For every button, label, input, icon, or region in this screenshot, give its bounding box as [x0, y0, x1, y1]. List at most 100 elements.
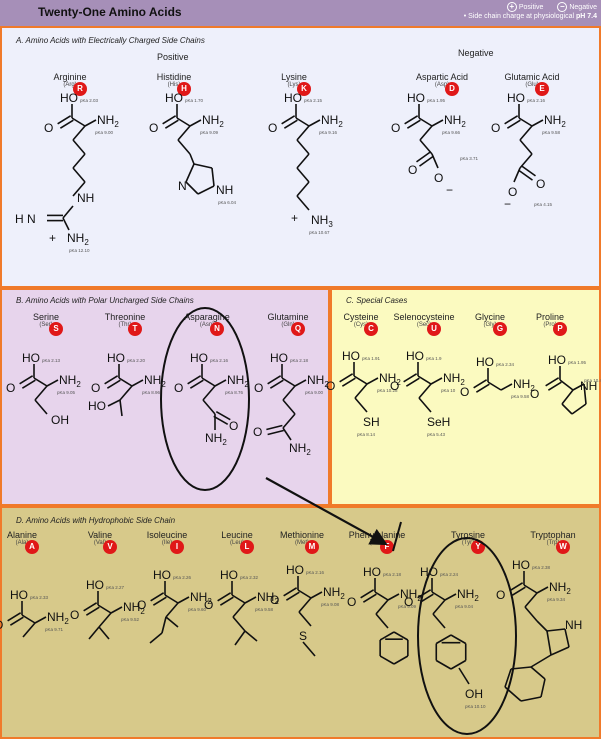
bond	[531, 119, 544, 127]
pka-label: pKa 8.76	[225, 390, 244, 395]
side-chain-bond	[524, 592, 538, 608]
indole-benzene	[540, 678, 546, 698]
side-chain-bond	[22, 622, 36, 638]
amine-label: NH2	[257, 590, 279, 606]
bond	[62, 205, 74, 219]
double-bond	[217, 592, 232, 602]
carbonyl-oxygen: O	[0, 618, 3, 632]
carbonyl-oxygen: O	[174, 381, 183, 395]
pyrrolidine-ring	[571, 403, 587, 415]
thiol: SH	[363, 415, 380, 429]
page-title: Twenty-One Amino Acids	[38, 5, 182, 19]
amino-acid-selenocysteine: Selenocysteine(Sec)U	[389, 312, 459, 336]
pka-label: pKa 10.10	[465, 704, 486, 709]
amino-acid-name: Arginine	[53, 72, 87, 82]
carbonyl-oxygen: O	[391, 121, 400, 135]
bond	[234, 630, 246, 646]
indole-nh: NH	[565, 618, 582, 632]
double-bond	[187, 375, 202, 385]
bond	[33, 377, 48, 387]
benzene-ring	[379, 631, 395, 641]
hydroxyl-label: HO	[153, 568, 171, 582]
amino-acid-abbr: (Pro)	[543, 322, 557, 328]
side-chain-bond	[296, 195, 310, 211]
panel-special-title: C. Special Cases	[346, 296, 408, 305]
side-chain-bond	[298, 597, 312, 613]
amine-label: NH2	[202, 113, 224, 129]
one-letter-badge: G	[493, 322, 507, 336]
bond	[62, 217, 70, 231]
pka-label: pKa 8.96	[142, 390, 161, 395]
carboxylate-o-minus: O	[434, 171, 443, 185]
one-letter-badge: V	[103, 540, 117, 554]
panel-charged-title: A. Amino Acids with Electrically Charged…	[16, 36, 205, 45]
side-chain-bond	[432, 613, 446, 629]
one-letter-badge: H	[177, 82, 191, 96]
bond	[149, 632, 163, 644]
amino-acid-methionine: Methionine(Met)M	[267, 530, 337, 554]
bond	[244, 596, 257, 604]
side-chain-bond	[165, 602, 179, 618]
pka-label: pKa 1.70	[185, 98, 204, 103]
bond	[297, 589, 312, 599]
double-bond	[189, 379, 204, 389]
pka-label: pKa 2.27	[106, 585, 125, 590]
double-bond	[419, 155, 434, 167]
imidazole-n: N	[178, 179, 187, 193]
carbonyl-oxygen: O	[491, 121, 500, 135]
one-letter-badge: D	[445, 82, 459, 96]
bond	[513, 167, 521, 183]
side-chain-bond	[72, 167, 86, 183]
hydroxyl-label: HO	[363, 565, 381, 579]
double-bond	[283, 119, 298, 129]
double-bond	[417, 589, 432, 599]
side-chain-bond	[375, 613, 389, 629]
bond	[161, 616, 167, 634]
one-letter-badge: T	[128, 322, 142, 336]
pka-label: pKa 2.16	[306, 570, 325, 575]
amino-acid-proline: Proline(Pro)P	[515, 312, 585, 336]
pka-label: pKa 2.38	[532, 565, 551, 570]
one-letter-badge: C	[364, 322, 378, 336]
amino-acid-name: Isoleucine	[146, 530, 188, 540]
amine-label: NH2	[47, 610, 69, 626]
carbonyl-oxygen: O	[390, 379, 399, 393]
thioether: S	[299, 629, 307, 643]
pka-label: pKa 1.95	[427, 98, 446, 103]
pka-label: pKa 9.66	[442, 130, 461, 135]
carbonyl-oxygen: O	[44, 121, 53, 135]
pka-label: pKa 9.58	[511, 394, 530, 399]
double-bond	[518, 169, 533, 181]
pyrrolidine-ring	[583, 383, 587, 405]
amino-acid-name: Lysine	[281, 72, 307, 82]
bond	[430, 377, 443, 385]
bond	[131, 379, 144, 387]
double-bond	[473, 379, 488, 389]
bond	[294, 379, 307, 387]
guanidino-h: H	[15, 212, 24, 226]
amine-label: NH2	[123, 600, 145, 616]
benzene-ring	[435, 659, 452, 670]
amino-acid-abbr: (Gly)	[483, 322, 497, 328]
amine-label: NH2	[457, 587, 479, 603]
double-bond	[213, 415, 229, 425]
side-chain-bond	[296, 181, 310, 197]
hydroxyl-label: HO	[190, 351, 208, 365]
double-bond	[406, 119, 421, 129]
panel-charged: A. Amino Acids with Electrically Charged…	[0, 26, 601, 288]
pka-label: pKa 12.10	[69, 248, 90, 253]
amine-label: NH2	[97, 113, 119, 129]
negative-group-label: Negative	[458, 48, 494, 58]
amino-acid-name: Histidine	[156, 72, 192, 82]
amine-label: NH2	[321, 113, 343, 129]
hydroxyl-side: OH	[51, 413, 69, 427]
bond	[281, 377, 296, 387]
hydroxyl-label: HO	[406, 349, 424, 363]
amine-label: NH2	[323, 585, 345, 601]
side-chain-bond	[432, 599, 446, 615]
plus-icon: +	[506, 2, 517, 12]
pka-label: pKa 2.15	[304, 98, 323, 103]
amide-nh2: NH2	[205, 431, 227, 447]
amine-label: NH2	[59, 373, 81, 389]
one-letter-badge: L	[240, 540, 254, 554]
